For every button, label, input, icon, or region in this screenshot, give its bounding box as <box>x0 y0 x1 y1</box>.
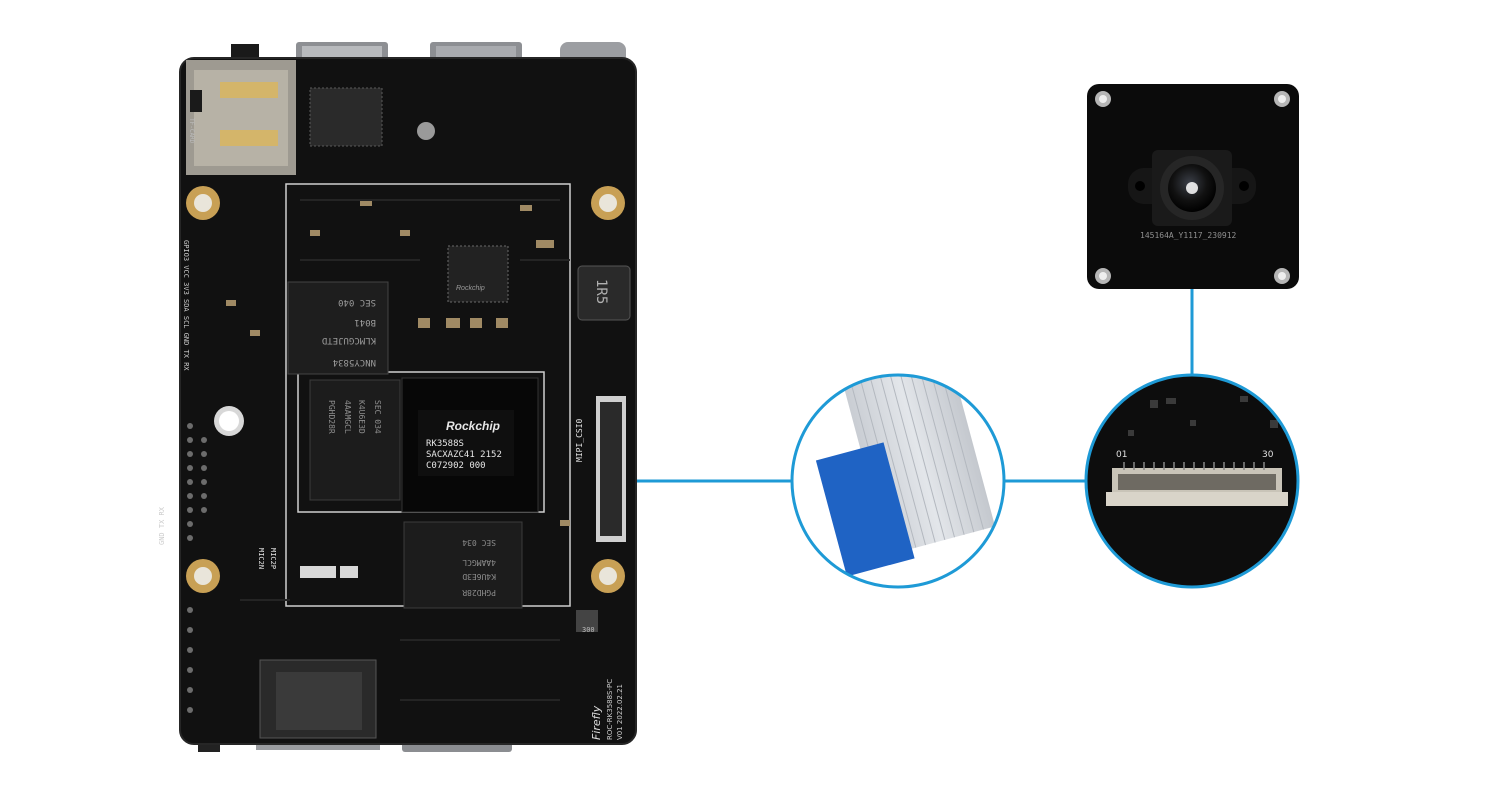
gpio-silkscreen: GPIO3 VCC 3V3 SDA SCL GND TX RX <box>182 240 190 371</box>
connector-closeup <box>1084 373 1300 589</box>
ribbon-cable-closeup <box>790 373 1006 589</box>
mic-silkscreen-2: MIC2P <box>269 548 277 569</box>
ram-chip-bottom <box>403 521 523 609</box>
emmc-line1: NNCY5834 <box>333 357 376 367</box>
tf-card-silkscreen: TF-CARD <box>188 118 195 144</box>
ram-top-line2: K4U6E3D <box>357 400 366 434</box>
uart-silkscreen: GND TX RX <box>158 506 166 545</box>
soc-brand-label: Rockchip <box>446 419 500 433</box>
pmic-chip <box>447 245 509 303</box>
controller-chip <box>309 87 383 147</box>
ram-top-line1: SEC 034 <box>373 400 382 434</box>
pmic-brand-label: Rockchip <box>456 285 485 292</box>
camera-lens <box>1128 150 1256 226</box>
mic-silkscreen-1: MIC2N <box>257 548 265 569</box>
smd-components <box>226 200 598 632</box>
version-silkscreen: V01 2022.02.21 <box>616 684 624 740</box>
ribbon-cable-body <box>824 375 996 555</box>
ram-bottom-line1: PGHD28R <box>462 588 496 597</box>
emmc-line4: SEC 040 <box>338 297 376 307</box>
connection-lines <box>634 288 1194 483</box>
soc-model-label: RK3588S <box>426 439 464 449</box>
ram-bottom-line4: SEC 034 <box>462 538 496 547</box>
main-board <box>179 42 637 752</box>
emmc-line3: B041 <box>354 317 376 327</box>
soc-line3-label: C072902 000 <box>426 461 486 471</box>
emmc-line2: KLMCGUJETD <box>322 335 376 345</box>
connector-pin-end: 30 <box>1262 450 1274 460</box>
fpc-connector-latch <box>1106 492 1288 506</box>
ram-chip-top <box>309 379 401 501</box>
brand-silkscreen: Firefly <box>590 705 603 740</box>
camera-module <box>1087 84 1299 289</box>
ram-top-line3: 4AAMGCL <box>343 400 352 434</box>
tf-card-slot <box>186 60 296 175</box>
inductor <box>577 265 631 321</box>
pin-header-dots <box>187 423 207 713</box>
emmc-chip <box>287 281 389 375</box>
ram-bottom-line2: K4U6E3D <box>462 572 496 581</box>
ram-bottom-line3: 4AAMGCL <box>462 558 496 567</box>
board-text: Rockchip RK3588S SACXAZC41 2152 C072902 … <box>158 118 624 740</box>
soc-chip <box>401 377 539 513</box>
component-code: 300 <box>582 626 595 634</box>
csi-silkscreen-label: MIPI_CSI0 <box>575 418 584 462</box>
board-csi-connector <box>596 396 626 542</box>
soc-line2-label: SACXAZC41 2152 <box>426 450 502 460</box>
model-silkscreen: ROC-RK3588S-PC <box>606 679 614 740</box>
inductor-marking: 1R5 <box>593 279 609 304</box>
camera-lens-code: 145164A_Y1117_230912 <box>1140 231 1237 240</box>
ram-top-line4: PGHD28R <box>327 400 336 434</box>
ribbon-cable-blue-tab <box>815 442 915 577</box>
connector-pin-start: 01 <box>1116 450 1127 460</box>
pcb-traces <box>240 199 570 701</box>
